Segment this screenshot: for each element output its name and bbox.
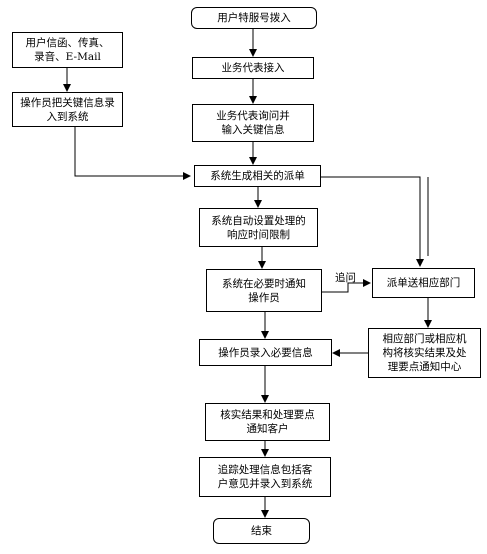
node-track: 追踪处理信息包括客 户意见并录入到系统	[199, 457, 331, 497]
node-dispatch: 系统生成相关的派单	[194, 165, 321, 187]
node-auto-limit: 系统自动设置处理的 响应时间限制	[199, 208, 318, 247]
edge-op-entry-to-dispatch	[74, 127, 191, 180]
node-rep-query: 业务代表询问并 输入关键信息	[192, 104, 314, 142]
node-end: 结束	[213, 518, 310, 544]
node-op-entry: 操作员把关键信息录 入到系统	[12, 92, 123, 127]
node-send-dept: 派单送相应部门	[372, 268, 475, 298]
label-followup: 追问	[335, 272, 356, 284]
node-verify: 核实结果和处理要点 通知客户	[205, 403, 330, 441]
node-notify-op: 系统在必要时通知 操作员	[206, 269, 322, 312]
edge-notify-op-to-send-dept	[322, 279, 371, 293]
node-start: 用户特服号拨入	[191, 7, 317, 29]
node-op-record: 操作员录入必要信息	[199, 339, 332, 366]
edge-dispatch-to-send-dept	[321, 176, 424, 267]
node-letter-fax-email: 用户信函、传真、 录音、E-Mail	[12, 32, 123, 68]
node-rep-answer: 业务代表接入	[192, 57, 314, 79]
node-dept-notify: 相应部门或相应机 构将核实结果及处 理要点通知中心	[368, 328, 481, 378]
